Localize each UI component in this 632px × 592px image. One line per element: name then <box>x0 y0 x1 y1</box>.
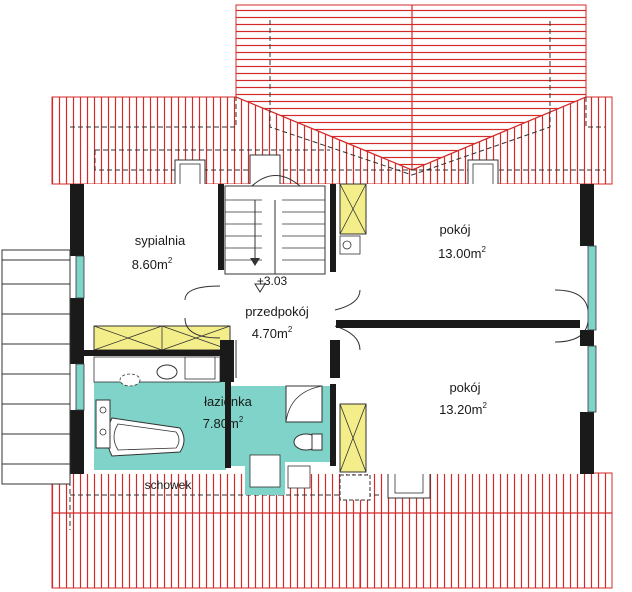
roof-top <box>51 4 613 199</box>
wardrobe-upper <box>93 325 231 351</box>
windows <box>75 245 597 413</box>
staircase <box>224 175 326 293</box>
level-mark: +3.03 <box>257 274 288 288</box>
room-area: 13.00m2 <box>438 245 486 261</box>
wardrobe-right-bottom <box>339 403 367 473</box>
room-label-sypialnia: sypialnia 8.60m2 <box>132 233 186 272</box>
door-swings <box>184 285 589 378</box>
room-label-schowek: schowek <box>145 478 193 492</box>
room-area: 7.80m2 <box>203 415 244 431</box>
walls <box>70 184 594 474</box>
roof-bottom <box>51 447 613 589</box>
bathroom-area <box>93 356 330 495</box>
room-area: 13.20m2 <box>439 401 487 417</box>
balcony <box>1 249 71 485</box>
room-label-przedpokoj: przedpokój 4.70m2 <box>245 304 309 341</box>
room-name: pokój <box>439 222 470 237</box>
room-name: sypialnia <box>135 233 186 248</box>
room-area: 4.70m2 <box>252 325 293 341</box>
room-name: pokój <box>449 380 480 395</box>
room-name: przedpokój <box>245 304 309 319</box>
room-name: łazienka <box>204 394 252 409</box>
room-area: 8.60m2 <box>132 256 173 272</box>
room-label-pokoj-bottom: pokój 13.20m2 <box>439 380 487 417</box>
room-label-pokoj-top: pokój 13.00m2 <box>438 222 486 261</box>
wardrobe-right-top <box>339 183 367 255</box>
room-label-lazienka: łazienka 7.80m2 <box>203 394 253 431</box>
